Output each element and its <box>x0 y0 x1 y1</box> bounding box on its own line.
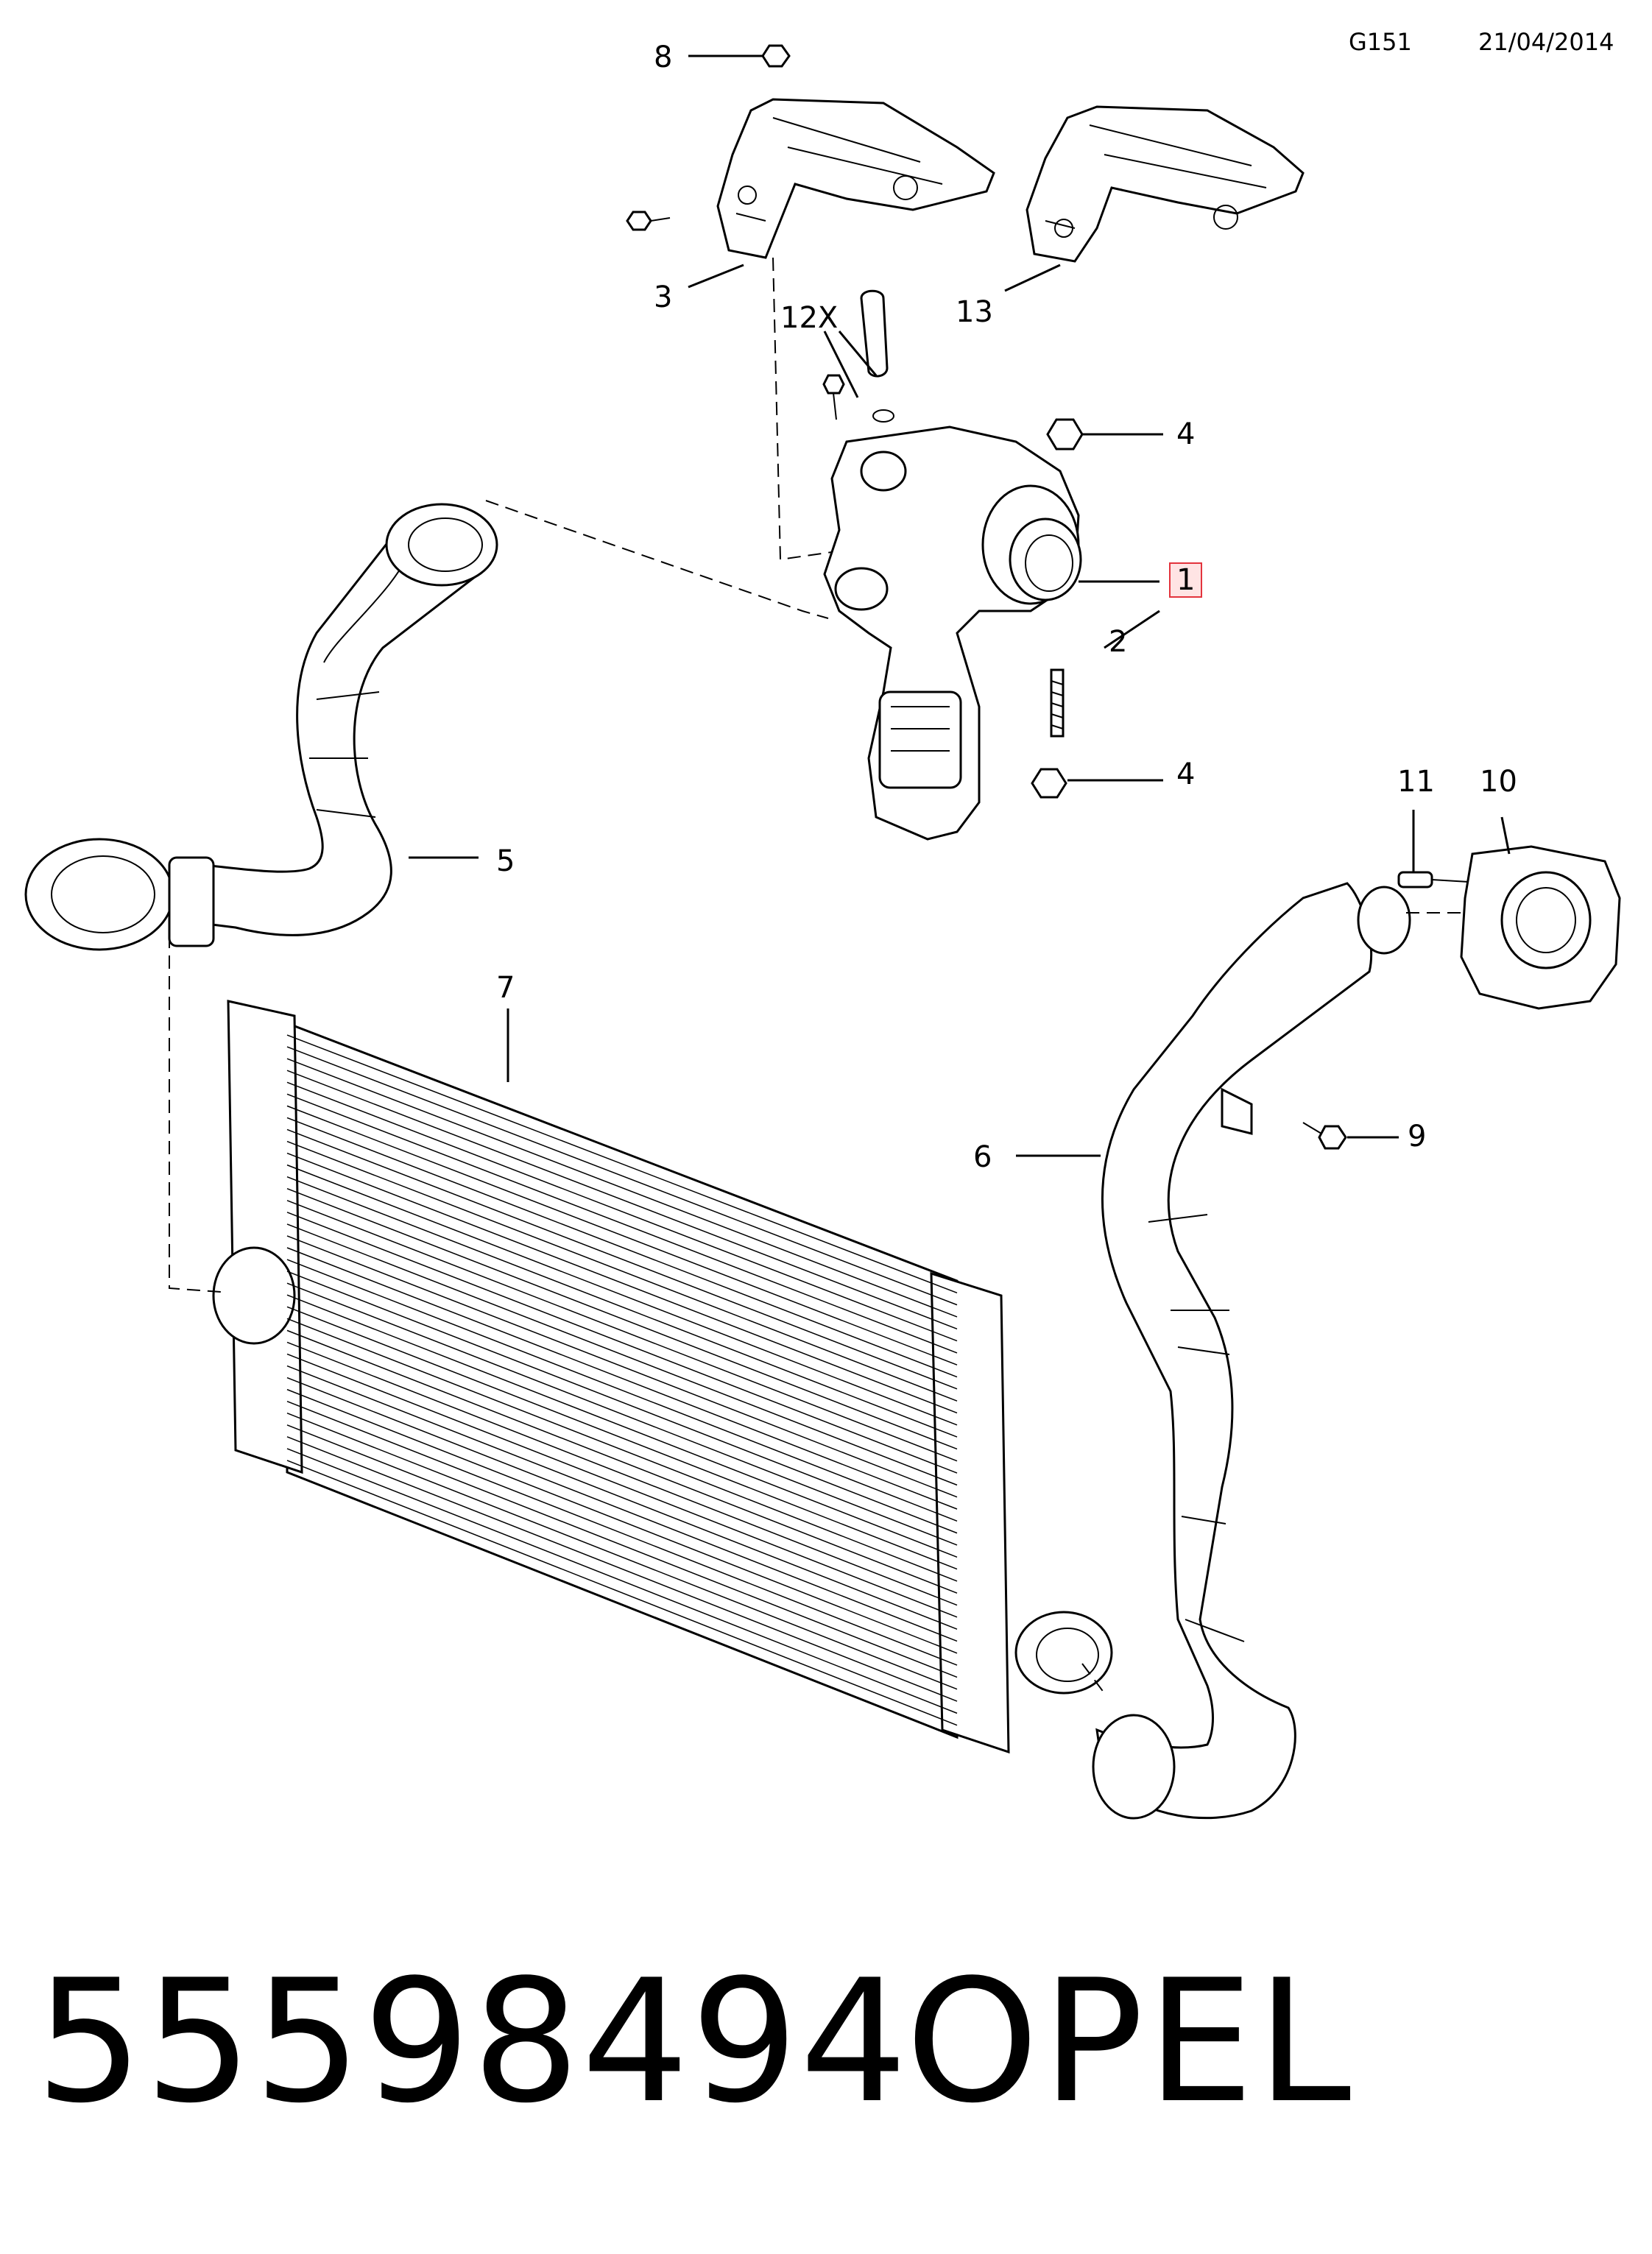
heat-shield-right <box>1026 105 1305 263</box>
connector-shield-turbo <box>772 257 833 561</box>
connector-hose5-turbo <box>485 500 829 619</box>
turbocharger <box>823 425 1082 841</box>
leader-lines <box>409 54 1511 1157</box>
callout-8: 8 <box>654 40 673 74</box>
charge-hose-5 <box>24 503 498 951</box>
heat-shield-left <box>716 98 995 259</box>
callout-13: 13 <box>956 295 993 329</box>
callout-11: 11 <box>1397 765 1435 799</box>
intercooler <box>212 1000 1113 1754</box>
callout-2: 2 <box>1109 625 1128 659</box>
nut-8 <box>761 44 791 68</box>
nut-4-bottom <box>1031 768 1067 799</box>
callout-7: 7 <box>496 971 515 1005</box>
intercooler-fins <box>286 1034 958 1726</box>
connector-hose5-intercooler <box>169 935 222 1293</box>
callout-12x: 12X <box>780 301 839 335</box>
callout-9: 9 <box>1408 1120 1427 1154</box>
callout-6: 6 <box>973 1140 992 1174</box>
header-code: G151 <box>1349 28 1412 56</box>
stud-2 <box>1050 668 1065 738</box>
callout-10: 10 <box>1480 765 1517 799</box>
callout-5: 5 <box>496 844 515 878</box>
oil-pipe-12x <box>822 289 894 423</box>
header-date: 21/04/2014 <box>1478 28 1614 56</box>
callout-3: 3 <box>654 280 673 314</box>
callout-4-bottom: 4 <box>1176 757 1196 791</box>
brand-name: OPEL <box>906 1944 1355 2141</box>
callout-4-top: 4 <box>1176 417 1196 451</box>
part-number: 55598494 <box>35 1944 909 2141</box>
nut-4-top <box>1046 418 1084 451</box>
bolt-11 <box>1397 871 1469 888</box>
connector-intercooler-hose6 <box>1081 1663 1105 1694</box>
throttle-body <box>1460 845 1621 1010</box>
charge-hose-6 <box>1092 882 1411 1820</box>
bolt-9 <box>1302 1122 1347 1150</box>
callout-1-highlighted: 1 <box>1169 562 1203 598</box>
parts-diagram <box>24 44 1621 1820</box>
bolt-near-3 <box>626 211 671 231</box>
